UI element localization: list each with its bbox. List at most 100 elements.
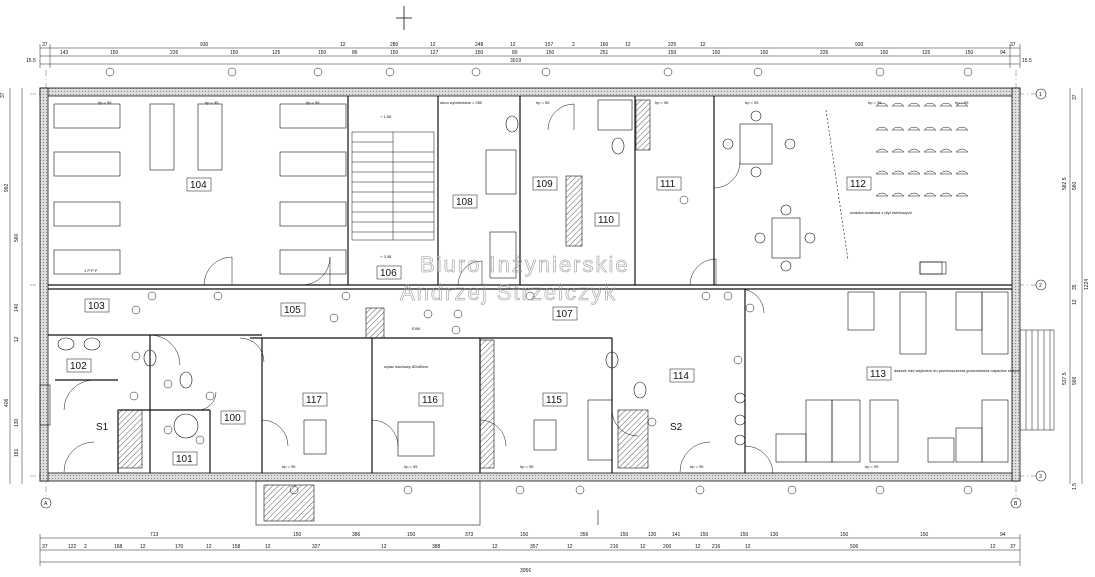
- axis-label: 3: [1039, 474, 1042, 480]
- dim-top-inner-label: 80: [512, 50, 518, 56]
- chairs-112: [875, 102, 969, 197]
- note-okno: okno wymieniane = 050: [440, 100, 483, 105]
- dim-bottom-inner-label: 12: [567, 544, 573, 550]
- room-112: 112: [850, 179, 866, 190]
- note-hp-6: hp = 95: [745, 100, 759, 105]
- dim-right-label: 566: [1072, 376, 1078, 385]
- dim-bottom-inner-label: 12: [206, 544, 212, 550]
- level-mark-2: + 3,38: [380, 254, 392, 259]
- room-108: 108: [456, 197, 473, 208]
- dim-top-outer-11: 225: [668, 42, 677, 48]
- axis-label: B: [1014, 501, 1018, 507]
- dim-left-label: 181: [14, 448, 20, 457]
- note-hp-12: hp = 95: [690, 464, 704, 469]
- note-ei90: EI90: [412, 326, 421, 331]
- dim-bottom-inner-label: 200: [663, 544, 672, 550]
- dim-bottom-outer-label: 150: [920, 532, 929, 538]
- dim-right-label: 537.5: [1062, 372, 1068, 385]
- note-scianka: ścianka działowa z płyt meblowych: [850, 210, 912, 215]
- room-s2: S2: [670, 422, 683, 433]
- dim-bottom-outer-label: 373: [465, 532, 474, 538]
- dim-right-label: 1.5: [1072, 483, 1078, 490]
- dim-top-inner-label: 94: [1000, 50, 1006, 56]
- dim-top-total: 3019: [510, 58, 521, 64]
- dim-bottom-outer-label: 386: [352, 532, 361, 538]
- dim-bottom-inner-label: 37: [42, 544, 48, 550]
- dim-bottom-inner-label: 12: [695, 544, 701, 550]
- dim-top-inner-label: 125: [922, 50, 931, 56]
- dim-top-inner-label: 226: [820, 50, 829, 56]
- dim-top-outer-13: 930: [855, 42, 864, 48]
- dim-top-inner-label: 226: [170, 50, 179, 56]
- dim-bottom-inner-label: 158: [232, 544, 241, 550]
- dimensions-bottom: [39, 534, 1021, 566]
- beds-104: [53, 103, 347, 275]
- note-hp-8: hp = 95: [955, 100, 969, 105]
- dim-left-label: 992: [4, 183, 10, 192]
- dim-bottom-outer-label: 356: [580, 532, 589, 538]
- watermark-line-1: Biuro Inżynierskie: [420, 252, 630, 277]
- note-hp-5: hp = 95: [655, 100, 669, 105]
- beds-113: [775, 291, 1009, 463]
- dim-top-outer-0: 37: [42, 42, 48, 48]
- note-hp-2: hp = 95: [205, 100, 219, 105]
- dim-bottom-outer-label: 94: [1000, 532, 1006, 538]
- dim-left-label: 37: [0, 92, 6, 98]
- dim-top-inner-label: 127: [430, 50, 439, 56]
- tables: [303, 109, 947, 457]
- dim-top-outer-8: 2: [572, 42, 575, 48]
- dim-bottom-inner: 37 122 2 168 12 170 12 158 12 327 12 388…: [42, 544, 1016, 550]
- dim-right-label: 12: [1072, 299, 1078, 305]
- dim-left-label: 406: [4, 398, 10, 407]
- note-hp-10: hp = 95: [404, 464, 418, 469]
- axis-bubble-3: 3: [1035, 470, 1047, 482]
- dim-top-outer-4: 12: [430, 42, 436, 48]
- dim-bottom-inner-label: 12: [265, 544, 271, 550]
- outer-walls: [39, 87, 1021, 482]
- dim-bottom-inner-label: 122: [68, 544, 77, 550]
- room-102: 102: [70, 361, 87, 372]
- room-104: 104: [190, 180, 207, 191]
- axis-label: 2: [1039, 283, 1042, 289]
- dimensions-top: [39, 44, 1021, 68]
- room-105: 105: [284, 305, 301, 316]
- dim-top-inner-label: 251: [600, 50, 609, 56]
- note-hp-4: hp = 95: [536, 100, 550, 105]
- dim-bottom-outer-label: 150: [840, 532, 849, 538]
- dim-top-inner: 143 150 226 150 125 150 86 150 127 150 8…: [60, 50, 1006, 56]
- dim-bottom-outer-label: 150: [740, 532, 749, 538]
- room-110: 110: [598, 215, 614, 226]
- room-103: 103: [88, 301, 105, 312]
- room-115: 115: [546, 395, 562, 406]
- room-114: 114: [673, 371, 689, 382]
- dim-top-inner-label: 150: [668, 50, 677, 56]
- dim-top-outer-9: 160: [600, 42, 609, 48]
- dim-top-outer-14: 37: [1010, 42, 1016, 48]
- room-106: 106: [380, 268, 397, 279]
- dim-bottom-inner-label: 12: [140, 544, 146, 550]
- dim-bottom-inner-label: 170: [175, 544, 184, 550]
- level-mark-1: + 1,68: [380, 114, 392, 119]
- dim-bottom-outer-label: 713: [150, 532, 159, 538]
- axis-label: A: [44, 501, 48, 507]
- dim-left-label: 130: [14, 418, 20, 427]
- dim-top-outer-1: 930: [200, 42, 209, 48]
- dim-top-inner-label: 150: [760, 50, 769, 56]
- outside-elements: [39, 384, 599, 526]
- room-s1: S1: [96, 422, 109, 433]
- dim-bottom-outer-label: 150: [407, 532, 416, 538]
- note-hp-1: hp = 95: [98, 100, 112, 105]
- dim-right-label: 582.5: [1062, 177, 1068, 190]
- dim-top-outer-12: 12: [700, 42, 706, 48]
- dim-top-inner-label: 150: [965, 50, 974, 56]
- dim-bottom-inner-label: 2: [84, 544, 87, 550]
- dim-bottom-inner-label: 12: [492, 544, 498, 550]
- dim-bottom-outer-label: 141: [672, 532, 681, 538]
- watermark: Biuro Inżynierskie Andrzej Strzelczyk: [400, 252, 630, 306]
- dim-bottom-inner-label: 327: [312, 544, 321, 550]
- dim-left: 37 992 560 140 12 406 130 181: [0, 92, 20, 457]
- axis-label: 1: [1039, 92, 1042, 98]
- room-109: 109: [536, 179, 553, 190]
- notes: hp = 95 hp = 95 hp = 95 okno wymieniane …: [84, 100, 1020, 469]
